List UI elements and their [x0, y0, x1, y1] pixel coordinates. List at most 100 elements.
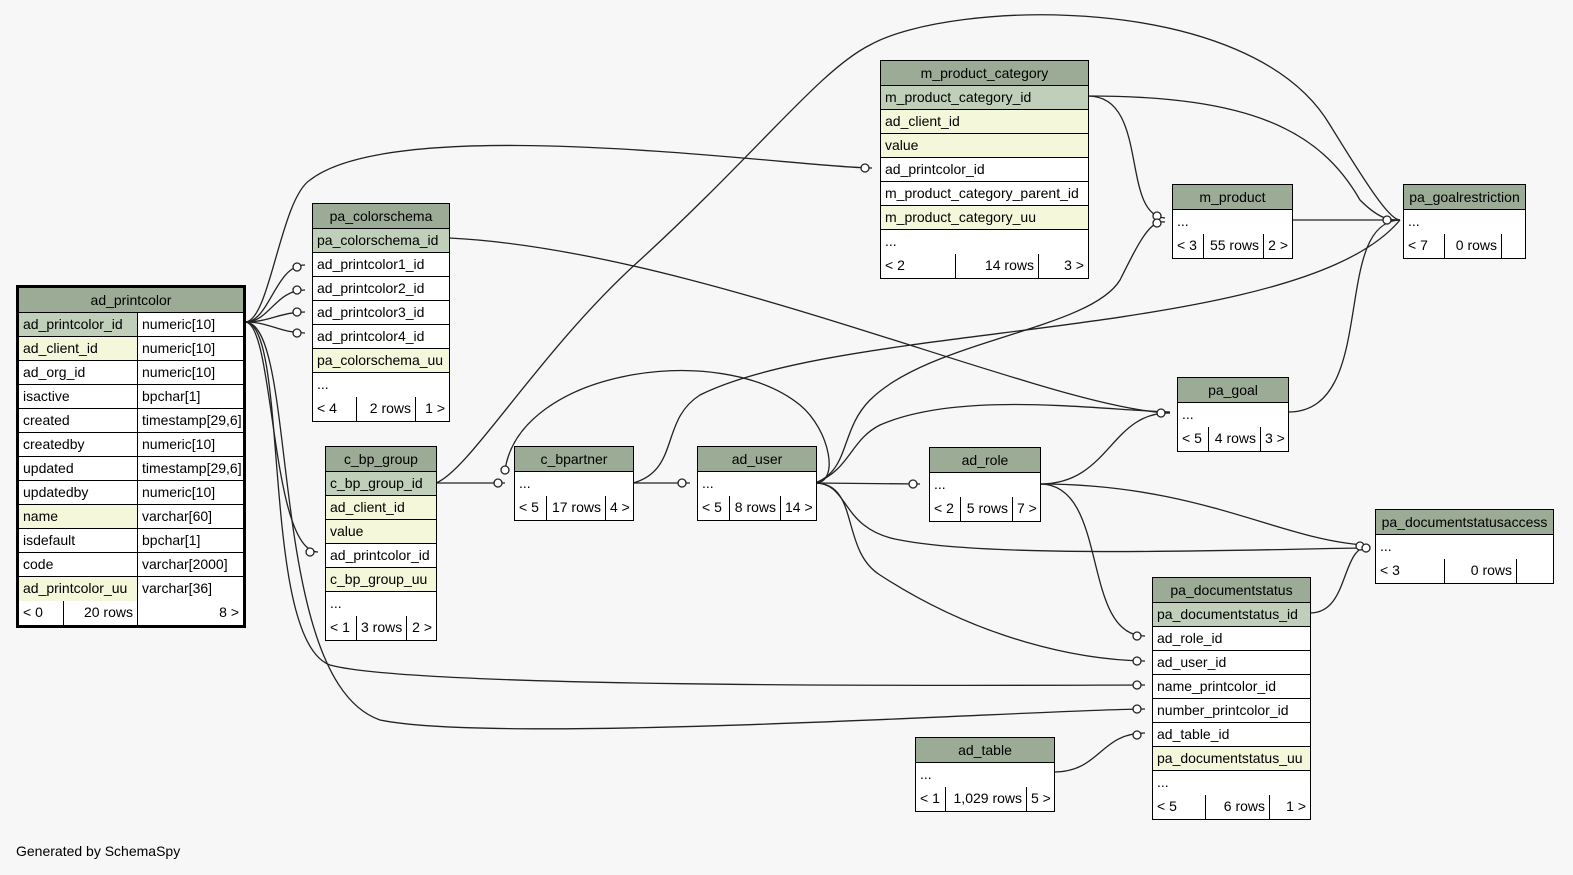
parents-count[interactable]: < 5 [702, 499, 722, 515]
children-count[interactable]: 3 > [1260, 427, 1288, 451]
table-column-row[interactable]: ... [698, 472, 816, 496]
table-c_bpartner[interactable]: c_bpartner ... < 5 17 rows 4 > [514, 446, 634, 521]
table-column-row[interactable]: ... [515, 472, 633, 496]
parents-count[interactable]: < 2 [885, 257, 905, 273]
parents-count[interactable]: < 5 [519, 499, 539, 515]
table-ad_role[interactable]: ad_role ... < 2 5 rows 7 > [929, 447, 1041, 522]
table-column-row[interactable]: value [881, 134, 1088, 158]
table-title[interactable]: pa_colorschema [313, 204, 449, 229]
table-column-row[interactable]: ad_table_id [1153, 723, 1310, 747]
table-ad_user[interactable]: ad_user ... < 5 8 rows 14 > [697, 446, 817, 521]
table-column-row[interactable]: ad_printcolor1_id [313, 253, 449, 277]
table-ad_table[interactable]: ad_table ... < 1 1,029 rows 5 > [915, 737, 1055, 812]
children-count[interactable]: 5 > [1026, 787, 1054, 811]
table-column-row[interactable]: m_product_category_uu [881, 206, 1088, 230]
children-count[interactable] [1501, 234, 1525, 258]
table-column-row[interactable]: ad_printcolor3_id [313, 301, 449, 325]
table-column-row[interactable]: m_product_category_parent_id [881, 182, 1088, 206]
parents-count[interactable]: < 1 [330, 619, 350, 635]
table-column-row[interactable]: m_product_category_id [881, 86, 1088, 110]
table-column-row[interactable]: pa_documentstatus_id [1153, 603, 1310, 627]
table-column-row[interactable]: ... [1178, 403, 1288, 427]
table-title[interactable]: m_product [1173, 185, 1292, 210]
table-column-row[interactable]: ... [916, 763, 1054, 787]
table-column-row[interactable]: ... [1376, 535, 1553, 559]
table-column-row[interactable]: value [326, 520, 436, 544]
children-count[interactable]: 14 > [780, 496, 816, 520]
children-count[interactable]: 4 > [605, 496, 633, 520]
table-column-row[interactable]: ad_printcolor4_id [313, 325, 449, 349]
table-column-row[interactable]: ad_printcolor_id [881, 158, 1088, 182]
parents-count[interactable]: < 1 [920, 790, 940, 806]
table-column-row[interactable]: pa_colorschema_uu [313, 349, 449, 373]
table-column-row[interactable]: c_bp_group_id [326, 472, 436, 496]
children-count[interactable]: 2 > [1263, 234, 1292, 258]
table-pa_documentstatusaccess[interactable]: pa_documentstatusaccess ... < 3 0 rows [1375, 509, 1554, 584]
table-title[interactable]: ad_user [698, 447, 816, 472]
parents-count[interactable]: < 3 [1380, 562, 1400, 578]
parents-count[interactable]: < 7 [1408, 237, 1428, 253]
table-column-row[interactable]: ... [930, 473, 1040, 497]
table-pa_goal[interactable]: pa_goal ... < 5 4 rows 3 > [1177, 377, 1289, 452]
parents-count[interactable]: < 5 [1182, 430, 1202, 446]
children-count[interactable]: 8 > [137, 601, 243, 625]
children-count[interactable]: 3 > [1038, 254, 1088, 278]
table-column-row[interactable]: ad_role_id [1153, 627, 1310, 651]
table-title[interactable]: pa_documentstatus [1153, 578, 1310, 603]
parents-count[interactable]: < 4 [317, 400, 337, 416]
children-count[interactable] [1516, 559, 1553, 583]
table-column-row[interactable]: ad_client_id [326, 496, 436, 520]
table-column-row[interactable]: ... [1404, 210, 1525, 234]
children-count[interactable]: 2 > [406, 616, 436, 640]
table-column-row[interactable]: pa_colorschema_id [313, 229, 449, 253]
table-column-row[interactable]: ... [1173, 210, 1292, 234]
table-title[interactable]: c_bp_group [326, 447, 436, 472]
table-title[interactable]: pa_goalrestriction [1404, 185, 1525, 210]
table-title[interactable]: ad_table [916, 738, 1054, 763]
parents-count[interactable]: < 2 [934, 500, 954, 516]
parents-count[interactable]: < 5 [1157, 798, 1177, 814]
table-column-row[interactable]: c_bp_group_uu [326, 568, 436, 592]
table-column-row[interactable]: number_printcolor_id [1153, 699, 1310, 723]
parents-count[interactable]: < 0 [23, 604, 43, 620]
table-column-row[interactable]: ad_printcolor_id [326, 544, 436, 568]
table-column-row[interactable]: ad_user_id [1153, 651, 1310, 675]
table-column-row[interactable]: ad_printcolor2_id [313, 277, 449, 301]
table-title[interactable]: pa_documentstatusaccess [1376, 510, 1553, 535]
table-m_product[interactable]: m_product ... < 3 55 rows 2 > [1172, 184, 1293, 259]
table-title[interactable]: ad_role [930, 448, 1040, 473]
table-column-row[interactable]: ... [313, 373, 449, 397]
table-column-row[interactable]: name_printcolor_id [1153, 675, 1310, 699]
table-title[interactable]: m_product_category [881, 61, 1088, 86]
table-column-row[interactable]: ... [326, 592, 436, 616]
children-count[interactable]: 1 > [1269, 795, 1310, 819]
table-column-row[interactable]: ... [1153, 771, 1310, 795]
table-title[interactable]: ad_printcolor [19, 288, 243, 313]
table-column-row[interactable]: pa_documentstatus_uu [1153, 747, 1310, 771]
table-column-row[interactable]: ... [881, 230, 1088, 254]
parents-count[interactable]: < 3 [1177, 237, 1197, 253]
children-count[interactable]: 1 > [415, 397, 449, 421]
table-pa_goalrestriction[interactable]: pa_goalrestriction ... < 7 0 rows [1403, 184, 1526, 259]
table-title[interactable]: c_bpartner [515, 447, 633, 472]
table-title[interactable]: pa_goal [1178, 378, 1288, 403]
table-m_product_category[interactable]: m_product_category m_product_category_id… [880, 60, 1089, 279]
table-column-row[interactable]: ad_client_id [881, 110, 1088, 134]
children-count[interactable]: 7 > [1012, 497, 1040, 521]
